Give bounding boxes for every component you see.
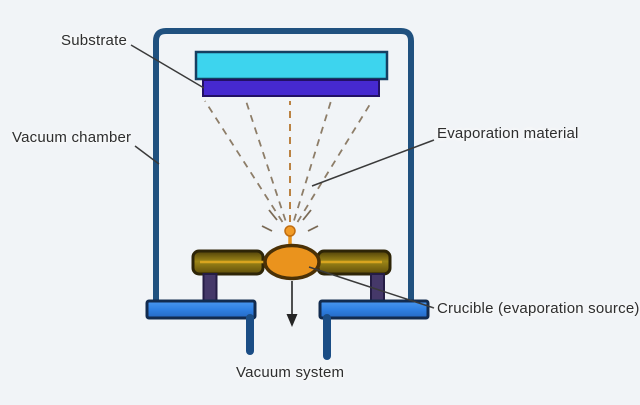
- leader-lines: [130, 44, 435, 309]
- vacuum-flow-arrow: [286, 281, 298, 327]
- spark-rays: [261, 209, 319, 232]
- vacuum-chamber-leader-line: [134, 145, 160, 165]
- crucible-label: Crucible (evaporation source): [437, 300, 640, 317]
- glow-spark: [284, 225, 296, 237]
- substrate-label: Substrate: [61, 32, 128, 49]
- base-platform-left: [145, 299, 257, 320]
- base-platform-right: [318, 299, 430, 320]
- vacuum-chamber-wall: [153, 28, 414, 306]
- vapor-stream-dashes: [204, 100, 373, 223]
- substrate-plate: [202, 79, 380, 97]
- evaporation-material-leader-line: [311, 139, 435, 187]
- substrate-leader-line: [130, 44, 205, 89]
- vacuum-chamber-label: Vacuum chamber: [12, 129, 132, 146]
- pedestal-left: [202, 273, 218, 304]
- melt-droplet: [263, 243, 321, 281]
- crucible-leader-line: [308, 266, 435, 309]
- evaporation-material-label: Evaporation material: [437, 125, 579, 142]
- vacuum-system-label: Vacuum system: [236, 364, 345, 381]
- substrate-holder-bar: [194, 50, 389, 81]
